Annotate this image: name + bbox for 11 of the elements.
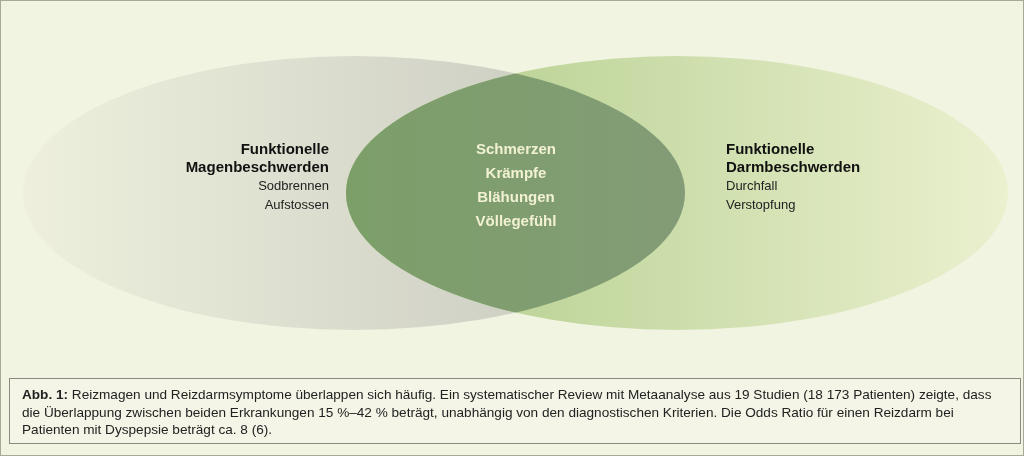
symptom-label: Sodbrennen (258, 177, 329, 195)
symptom-label: Blähungen (477, 187, 555, 207)
category-heading: Funktionelle Darmbeschwerden (726, 140, 862, 176)
symptom-label: Völlegefühl (475, 211, 557, 231)
symptom-label: Schmerzen (475, 139, 556, 159)
symptom-label: Aufstossen (264, 196, 329, 214)
symptom-label: Durchfall (726, 177, 778, 195)
figure-caption: Abb. 1: Reizmagen und Reizdarmsymptome überlappen sich häufig. Ein systematischer Review mit Metaanalyse aus 19 Studien (18 173 Patienten) zeigte, dass die Überlappung zwischen beiden Erkrankungen 15 %–42 % beträgt, unabhängig von den diagnostischen Kriterien. Die Odds Ratio für einen Reizdarm bei Patienten mit Dyspepsie beträgt ca. 8 (6). (9, 378, 1021, 444)
symptom-label: Krämpfe (485, 163, 547, 183)
category-heading: Funktionelle Magenbeschwerden (184, 140, 329, 176)
symptom-label: Verstopfung (726, 196, 796, 214)
